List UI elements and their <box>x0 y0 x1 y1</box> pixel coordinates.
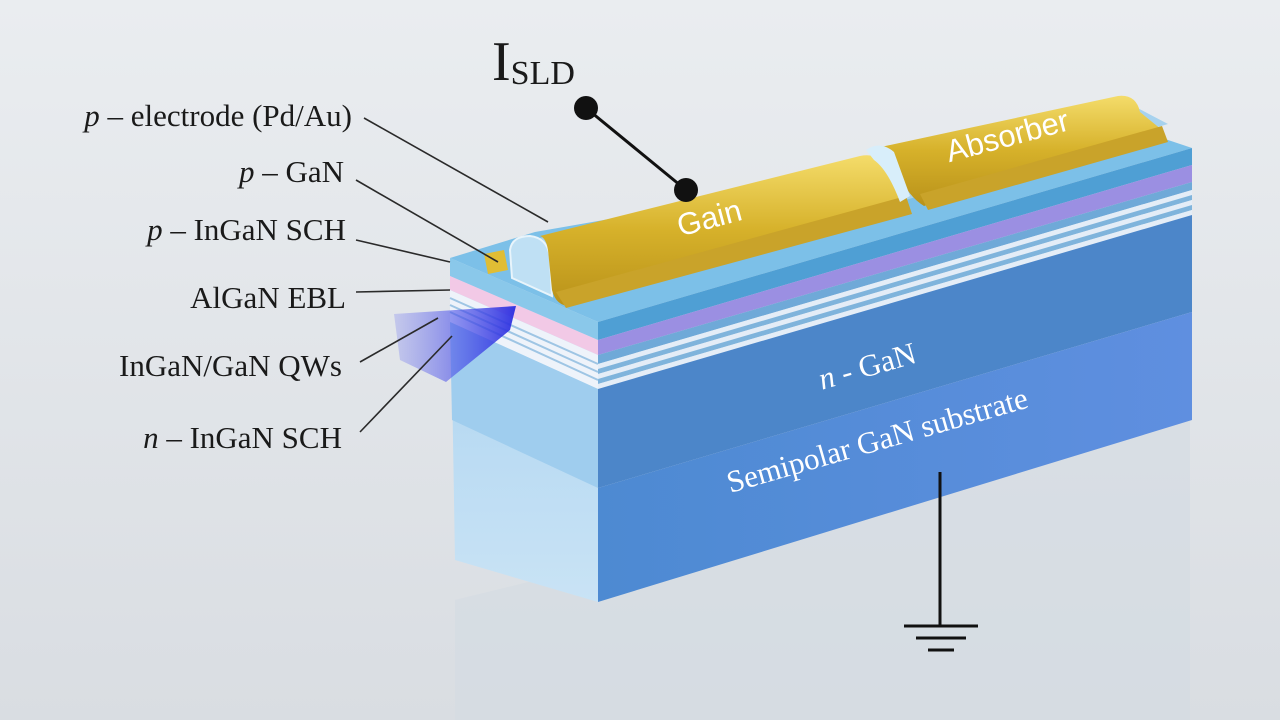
front-p-gan <box>450 258 598 340</box>
front-gold-strip <box>484 250 508 274</box>
p-ingan-label: p – InGaN SCH <box>145 212 346 247</box>
layer-p-ingan <box>598 165 1192 355</box>
layer-n-gan <box>598 215 1192 488</box>
gain-electrode <box>540 155 906 306</box>
current-probe-contact-dot <box>674 178 698 202</box>
reflection <box>455 420 1190 720</box>
layer-qw-4 <box>598 205 1192 384</box>
leader-n-ingan <box>359 335 453 433</box>
ground-icon <box>904 472 978 652</box>
front-n-gan <box>450 322 598 488</box>
layer-qw-1 <box>598 190 1192 369</box>
n-ingan-label: n – InGaN SCH <box>143 420 342 455</box>
front-ingan <box>450 276 598 355</box>
absorber-electrode-lip <box>920 126 1168 210</box>
layer-qw-3 <box>598 200 1192 379</box>
electrode-gap <box>866 145 910 202</box>
leader-p-ingan <box>355 239 451 263</box>
leader-algan <box>355 289 451 293</box>
layer-qw-5 <box>598 210 1192 389</box>
leader-p-electrode <box>363 117 549 223</box>
current-probe-top-dot <box>574 96 598 120</box>
current-probe-wire <box>585 106 687 192</box>
gain-electrode-lip <box>556 196 912 308</box>
absorber-electrode <box>876 95 1162 206</box>
layer-substrate <box>598 312 1192 602</box>
layer-ebl <box>598 182 1192 364</box>
current-label: ISLD <box>492 31 575 93</box>
leader-p-gan <box>355 179 499 263</box>
layer-qw-2 <box>598 195 1192 374</box>
algan-ebl-label: AlGaN EBL <box>190 280 346 315</box>
p-gan-label: p – GaN <box>237 154 344 189</box>
p-electrode-label: p – electrode (Pd/Au) <box>82 98 352 133</box>
qws-label: InGaN/GaN QWs <box>119 348 342 383</box>
leader-qws <box>359 317 439 363</box>
layer-p-gan <box>598 148 1192 340</box>
